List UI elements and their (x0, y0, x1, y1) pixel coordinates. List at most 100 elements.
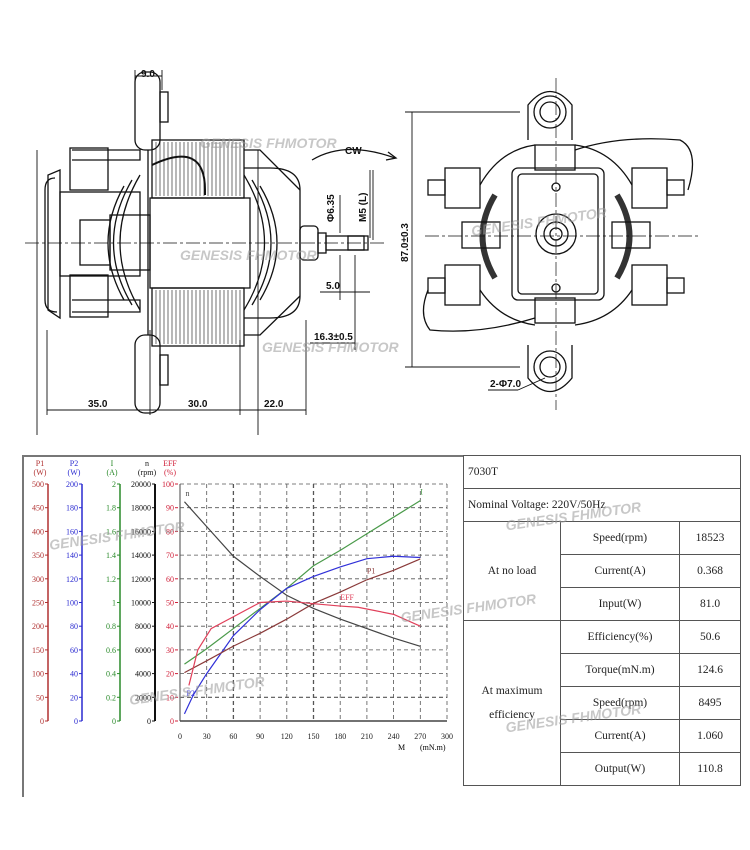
axis-tick-label-P2: 20 (70, 693, 78, 702)
axis-tick-label-n: 0 (147, 717, 151, 726)
axis-tick-label-n: 12000 (131, 575, 151, 584)
axis-tick-label-P1: 200 (32, 622, 44, 631)
table-row: Speed(rpm) 8495 (464, 686, 741, 720)
axis-tick-label-n: 8000 (135, 622, 151, 631)
x-tick-label: 180 (334, 732, 346, 741)
series-label-n: n (185, 489, 189, 498)
axis-tick-label-P2: 60 (70, 646, 78, 655)
axis-tick-label-P1: 350 (32, 551, 44, 560)
motor-technical-drawing: 9.0 CW Φ6.35 M5 (L) 87.0±0.3 5.0 16.3±0.… (25, 69, 700, 435)
axis-tick-label-P1: 300 (32, 575, 44, 584)
x-tick-label: 150 (308, 732, 320, 741)
axis-tick-label-P1: 400 (32, 527, 44, 536)
axis-tick-label-P1: 500 (32, 480, 44, 489)
series-line-P1 (184, 558, 421, 674)
axis-unit-P2: (W) (68, 468, 81, 477)
series-label-EFF: EFF (340, 593, 354, 602)
model-name: 7030T (463, 455, 741, 489)
spec-table: 7030T Nominal Voltage: 220V/50Hz At no l… (463, 455, 741, 786)
axis-tick-label-EFF: 80 (166, 527, 174, 536)
rotation-label: CW (345, 146, 362, 157)
series-label-P1: P1 (367, 567, 375, 576)
axis-tick-label-P1: 250 (32, 599, 44, 608)
max-eff-label-line2: efficiency (489, 709, 535, 721)
dim-length-a: 35.0 (88, 399, 108, 410)
watermark: GENESIS FHMOTOR (262, 339, 400, 355)
axis-tick-label-EFF: 20 (166, 670, 174, 679)
axis-tick-label-I: 1.4 (106, 551, 116, 560)
axis-unit-n: (rpm) (138, 468, 157, 477)
value-cell: 110.8 (679, 752, 741, 786)
axis-tick-label-P2: 200 (66, 480, 78, 489)
param-cell: Input(W) (560, 587, 680, 621)
axis-tick-label-P1: 0 (40, 717, 44, 726)
axis-tick-label-P2: 80 (70, 622, 78, 631)
series-label-I: I (420, 488, 423, 497)
axis-tick-label-P1: 100 (32, 670, 44, 679)
series-line-I (184, 500, 421, 665)
table-row: Output(W) 110.8 (464, 752, 741, 786)
max-eff-label-line1: At maximum (481, 685, 543, 697)
axis-unit-P1: (W) (34, 468, 47, 477)
axis-tick-label-EFF: 0 (170, 717, 174, 726)
axis-tick-label-EFF: 60 (166, 575, 174, 584)
param-cell: Efficiency(%) (560, 620, 680, 654)
chart-frame (22, 455, 464, 797)
value-cell: 124.6 (679, 653, 741, 687)
x-tick-label: 90 (256, 732, 264, 741)
axis-tick-label-P2: 0 (74, 717, 78, 726)
param-cell: Current(A) (560, 554, 680, 588)
dim-length-b: 30.0 (188, 399, 208, 410)
axis-tick-label-P2: 160 (66, 527, 78, 536)
axis-tick-label-I: 1 (112, 599, 116, 608)
axis-tick-label-EFF: 90 (166, 504, 174, 513)
axis-title-n: n (145, 459, 149, 468)
axis-tick-label-I: 0 (112, 717, 116, 726)
x-tick-label: 120 (281, 732, 293, 741)
axis-tick-label-n: 14000 (131, 551, 151, 560)
axis-tick-label-P1: 50 (36, 693, 44, 702)
axis-title-EFF: EFF (163, 459, 177, 468)
axis-tick-label-n: 2000 (135, 693, 151, 702)
dim-mount-holes: 2-Φ7.0 (490, 379, 521, 390)
axis-tick-label-I: 1.2 (106, 575, 116, 584)
x-axis-unit: (mN.m) (420, 743, 446, 752)
axis-tick-label-n: 4000 (135, 670, 151, 679)
axis-tick-label-n: 16000 (131, 527, 151, 536)
axis-tick-label-P1: 150 (32, 646, 44, 655)
axis-tick-label-P2: 180 (66, 504, 78, 513)
axis-tick-label-EFF: 100 (162, 480, 174, 489)
axis-tick-label-P2: 40 (70, 670, 78, 679)
dim-thread: M5 (L) (358, 193, 369, 222)
axis-tick-label-I: 1.6 (106, 527, 116, 536)
dim-shaft-length: 16.3±0.5 (314, 332, 353, 343)
dim-length-c: 22.0 (264, 399, 284, 410)
axis-unit-EFF: (%) (164, 468, 176, 477)
watermark: GENESIS FHMOTOR (180, 247, 318, 263)
param-cell: Torque(mN.m) (560, 653, 680, 687)
axis-tick-label-n: 18000 (131, 504, 151, 513)
axis-tick-label-EFF: 50 (166, 599, 174, 608)
x-tick-label: 240 (388, 732, 400, 741)
x-tick-label: 60 (229, 732, 237, 741)
axis-tick-label-I: 0.6 (106, 646, 116, 655)
axis-tick-label-EFF: 30 (166, 646, 174, 655)
x-tick-label: 210 (361, 732, 373, 741)
watermark: GENESIS FHMOTOR (48, 518, 186, 553)
side-view (44, 71, 369, 414)
axis-tick-label-P2: 100 (66, 599, 78, 608)
series-label-P2: P2 (186, 689, 194, 698)
dim-shaft-diameter: Φ6.35 (326, 194, 337, 222)
series-line-n (184, 501, 421, 647)
dim-height: 87.0±0.3 (400, 223, 411, 262)
nominal-voltage-label: Nominal Voltage: (468, 499, 550, 511)
axis-tick-label-EFF: 40 (166, 622, 174, 631)
x-tick-label: 300 (441, 732, 453, 741)
param-cell: Speed(rpm) (560, 521, 680, 555)
max-efficiency-label: At maximum efficiency (463, 620, 561, 786)
axis-unit-I: (A) (106, 468, 117, 477)
axis-tick-label-I: 0.2 (106, 693, 116, 702)
axis-tick-label-P1: 450 (32, 504, 44, 513)
dim-flange-width: 9.0 (141, 69, 155, 80)
